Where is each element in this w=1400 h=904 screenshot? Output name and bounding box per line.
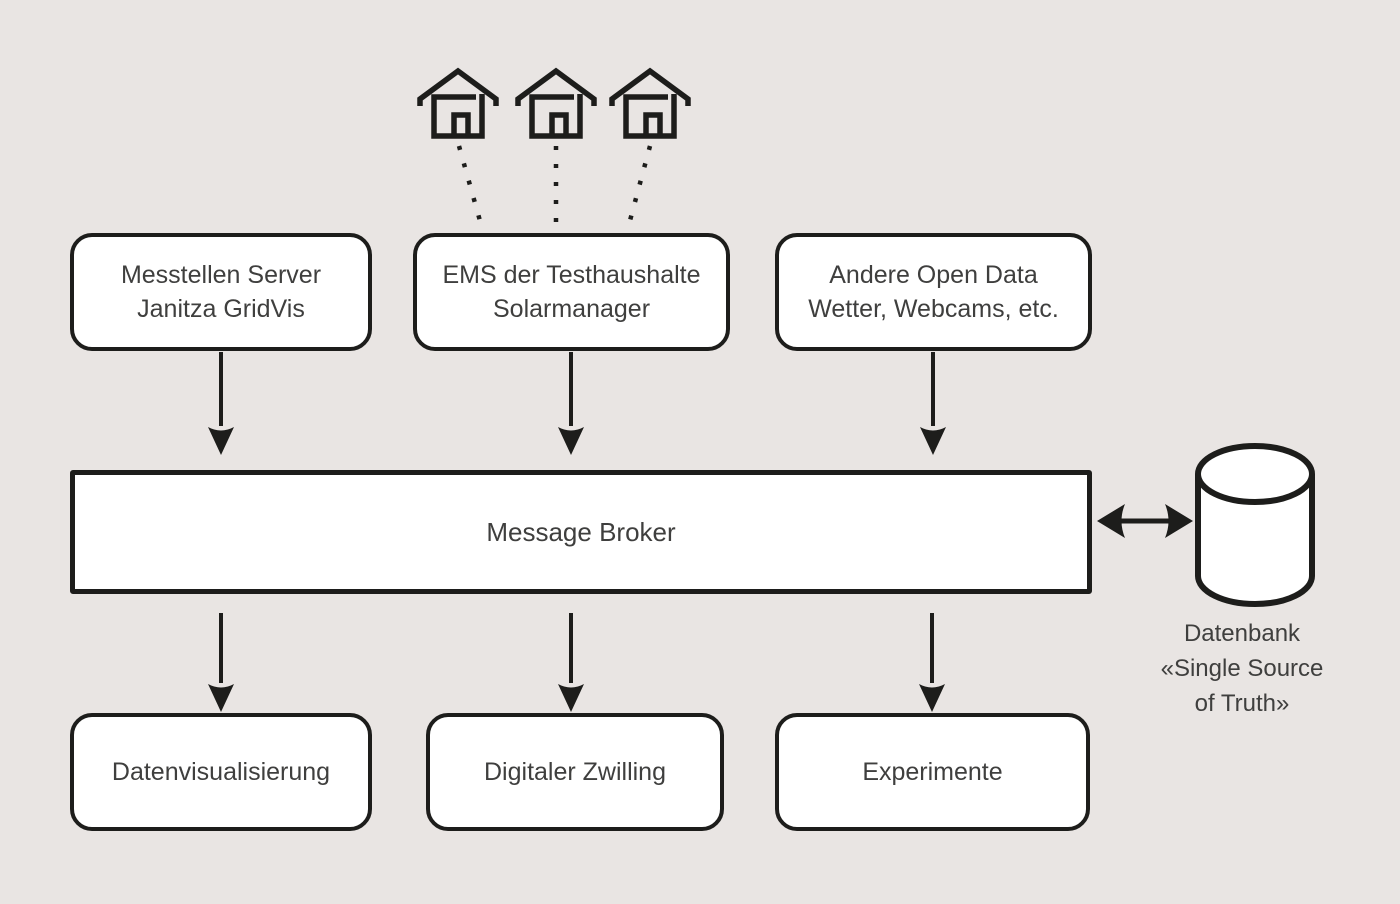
arrowhead — [208, 427, 946, 455]
node-label-line: Janitza GridVis — [137, 295, 305, 323]
arrowhead — [208, 684, 945, 712]
node-label-line: EMS der Testhaushalte — [442, 261, 701, 289]
node-message-broker: Message Broker — [70, 470, 1092, 594]
node-label-line: Andere Open Data — [829, 261, 1038, 289]
database-label-line: Datenbank — [1183, 620, 1301, 647]
node-ems-testhaushalte: EMS der Testhaushalte Solarmanager — [413, 233, 730, 351]
house-icon — [515, 67, 597, 139]
node-datenvisualisierung: Datenvisualisierung — [70, 713, 372, 831]
node-label-line: Experimente — [862, 758, 1003, 786]
arrow-down — [219, 352, 935, 426]
node-label-line: Solarmanager — [492, 295, 651, 323]
arrow-down — [219, 613, 934, 683]
node-label-line: Messtellen Server — [120, 261, 322, 289]
node-experimente: Experimente — [775, 713, 1090, 831]
node-messtellen-server: Messtellen Server Janitza GridVis — [70, 233, 372, 351]
database-cylinder-icon — [1195, 443, 1315, 607]
database-label: Datenbank «Single Source of Truth» — [1122, 616, 1362, 721]
house-icon — [609, 67, 691, 139]
node-label-line: Message Broker — [486, 517, 676, 547]
node-andere-open-data: Andere Open Data Wetter, Webcams, etc. — [775, 233, 1092, 351]
node-digitaler-zwilling: Digitaler Zwilling — [426, 713, 724, 831]
node-label-line: Datenvisualisierung — [111, 758, 331, 786]
house-icon — [417, 67, 499, 139]
dotted-connector — [456, 145, 653, 229]
node-label-line: Wetter, Webcams, etc. — [808, 295, 1059, 323]
database-label-line: «Single Source — [1160, 655, 1324, 682]
double-arrow — [1097, 504, 1193, 538]
node-label-line: Digitaler Zwilling — [484, 758, 666, 786]
database-label-line: of Truth» — [1194, 690, 1290, 717]
